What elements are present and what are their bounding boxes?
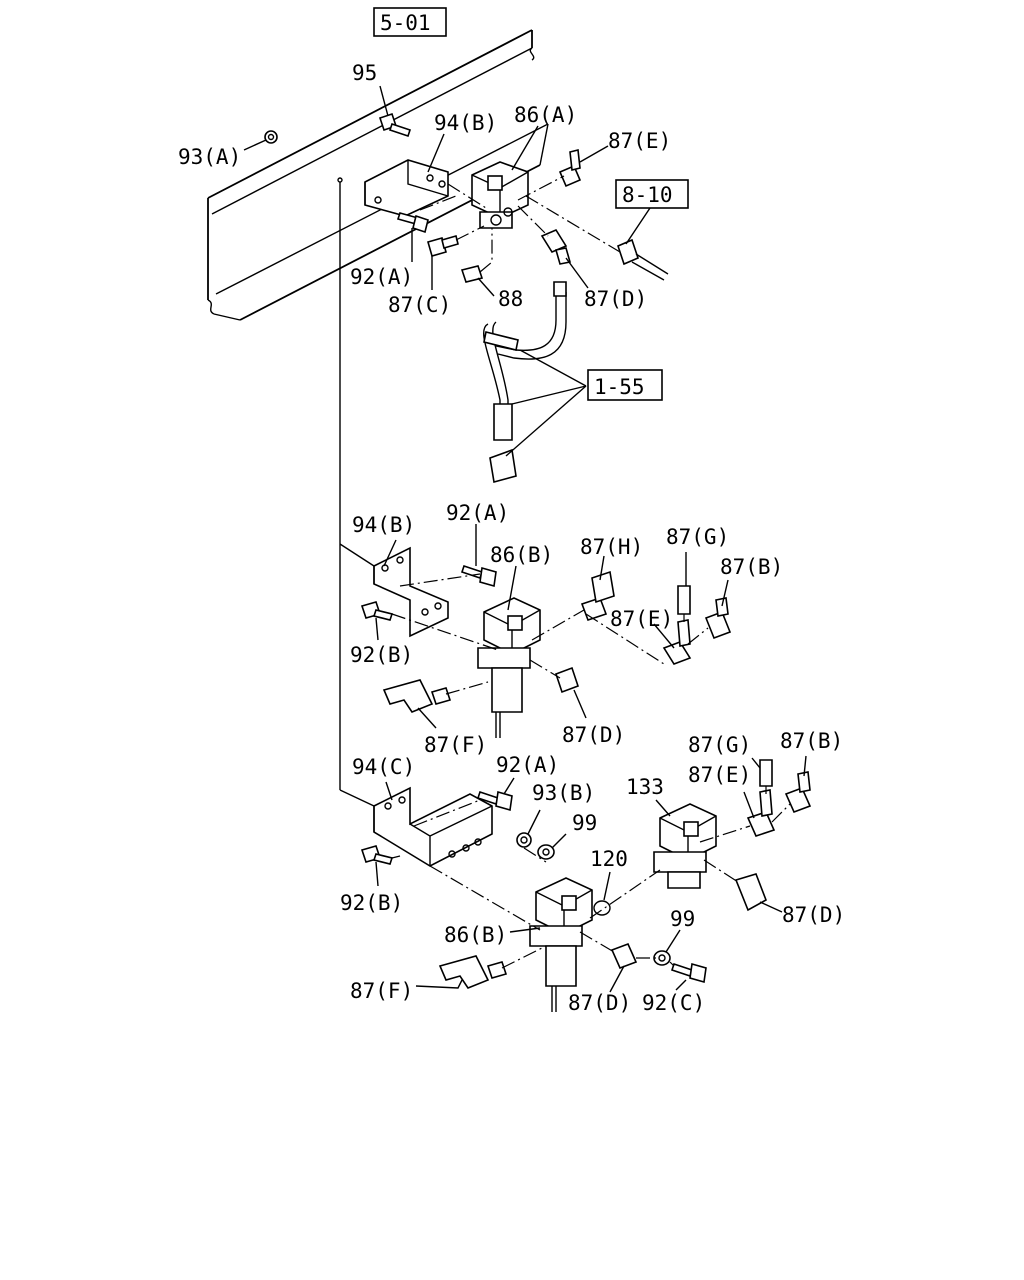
fitting-87b-bot xyxy=(784,771,812,814)
label-99-a: 99 xyxy=(572,811,597,835)
label-94b-top: 94(B) xyxy=(434,111,497,135)
label-120: 120 xyxy=(590,847,628,871)
label-133: 133 xyxy=(626,775,664,799)
label-92b-bot: 92(B) xyxy=(340,891,403,915)
bracket-94b-mid xyxy=(373,546,449,638)
label-94b-mid: 94(B) xyxy=(352,513,415,537)
fitting-87e-top xyxy=(558,149,582,188)
bolt-95 xyxy=(378,112,412,138)
plug-88 xyxy=(460,265,484,283)
bolt-92c xyxy=(670,962,707,984)
fitting-87b-mid xyxy=(704,597,732,640)
ref-label-1-55: 1-55 xyxy=(594,375,645,399)
label-88: 88 xyxy=(498,287,523,311)
label-93a: 93(A) xyxy=(178,145,241,169)
washer-99-a xyxy=(537,844,555,860)
label-99-b: 99 xyxy=(670,907,695,931)
label-94c: 94(C) xyxy=(352,755,415,779)
label-86b-mid: 86(B) xyxy=(490,543,553,567)
leader-lines xyxy=(243,85,807,993)
label-87c: 87(C) xyxy=(388,293,451,317)
label-93b: 93(B) xyxy=(532,781,595,805)
washer-99-b xyxy=(653,950,671,966)
label-92c: 92(C) xyxy=(642,991,705,1015)
valve-86b-bot xyxy=(529,877,593,1012)
part-labels: 95 94(B) 86(A) 87(E) 93(A) 92(A) 87(C) 8… xyxy=(178,61,845,1015)
label-92a-mid: 92(A) xyxy=(446,501,509,525)
ref-box-8-10: 8-10 xyxy=(615,179,689,209)
valve-86a xyxy=(471,161,529,229)
ref-label-5-01: 5-01 xyxy=(380,11,431,35)
oring-120 xyxy=(593,900,611,916)
fitting-87e-bot xyxy=(746,789,776,837)
label-92a-bot: 92(A) xyxy=(496,753,559,777)
label-87b-bot: 87(B) xyxy=(780,729,843,753)
valve-133 xyxy=(653,803,717,889)
label-87b-mid: 87(B) xyxy=(720,555,783,579)
connector-8-10 xyxy=(617,238,669,281)
fitting-87c xyxy=(427,235,459,257)
label-87e-top: 87(E) xyxy=(608,129,671,153)
pipe-1-55 xyxy=(483,281,567,484)
label-87e-bot: 87(E) xyxy=(688,763,751,787)
label-87f-bot: 87(F) xyxy=(350,979,413,1003)
label-86a: 86(A) xyxy=(514,103,577,127)
fitting-87e-mid xyxy=(662,619,692,665)
ref-box-1-55: 1-55 xyxy=(587,369,663,401)
fitting-87d-bot xyxy=(610,942,638,970)
valve-86b-mid xyxy=(477,597,541,738)
bolt-92a-bot xyxy=(476,790,513,812)
bolt-92a-top xyxy=(396,212,429,234)
fitting-87g-mid xyxy=(677,585,691,615)
fitting-87f-bot xyxy=(438,955,508,989)
fitting-87f-mid xyxy=(382,679,452,713)
nut-93a xyxy=(264,130,278,144)
label-87d-mid: 87(D) xyxy=(562,723,625,747)
bolt-92b-mid xyxy=(360,601,394,621)
label-87f-mid: 87(F) xyxy=(424,733,487,757)
fitting-87d-mid xyxy=(554,666,580,694)
label-87d-top: 87(D) xyxy=(584,287,647,311)
bolt-92b-bot xyxy=(360,845,394,865)
label-95: 95 xyxy=(352,61,377,85)
label-86b-bot: 86(B) xyxy=(444,923,507,947)
assembly-lines xyxy=(337,175,791,969)
bracket-94b-top xyxy=(364,159,449,217)
label-87g-mid: 87(G) xyxy=(666,525,729,549)
label-87g-bot: 87(G) xyxy=(688,733,751,757)
label-87h: 87(H) xyxy=(580,535,643,559)
nut-93b xyxy=(516,832,532,848)
label-87d-bot: 87(D) xyxy=(568,991,631,1015)
label-87e-mid: 87(E) xyxy=(610,607,673,631)
ref-label-8-10: 8-10 xyxy=(622,183,673,207)
fitting-87d-right xyxy=(734,873,767,912)
label-92b-mid: 92(B) xyxy=(350,643,413,667)
label-92a-top: 92(A) xyxy=(350,265,413,289)
label-87d-right: 87(D) xyxy=(782,903,845,927)
fitting-87g-bot xyxy=(759,759,773,787)
ref-box-5-01: 5-01 xyxy=(373,7,447,37)
frame-rail xyxy=(207,29,549,321)
